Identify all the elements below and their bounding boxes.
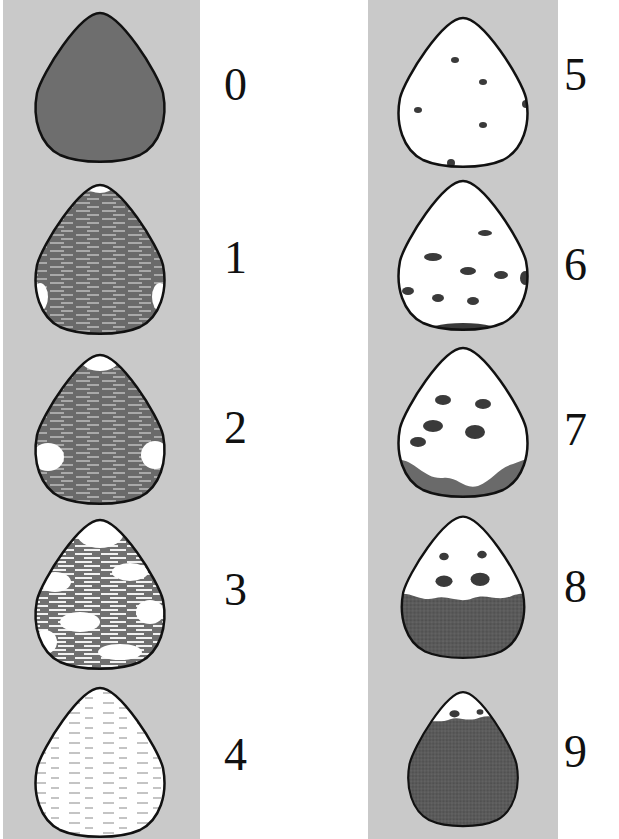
scale-number: 7 [564, 407, 587, 453]
scale-number: 3 [224, 567, 247, 613]
scale-number: 6 [564, 242, 587, 288]
scale-number: 8 [564, 564, 587, 610]
scale-number: 5 [564, 52, 587, 98]
scale-number: 9 [564, 729, 587, 775]
scale-number: 4 [224, 732, 247, 778]
scale-number: 0 [224, 62, 247, 108]
scale-number: 1 [224, 235, 247, 281]
scale-number: 2 [224, 405, 247, 451]
